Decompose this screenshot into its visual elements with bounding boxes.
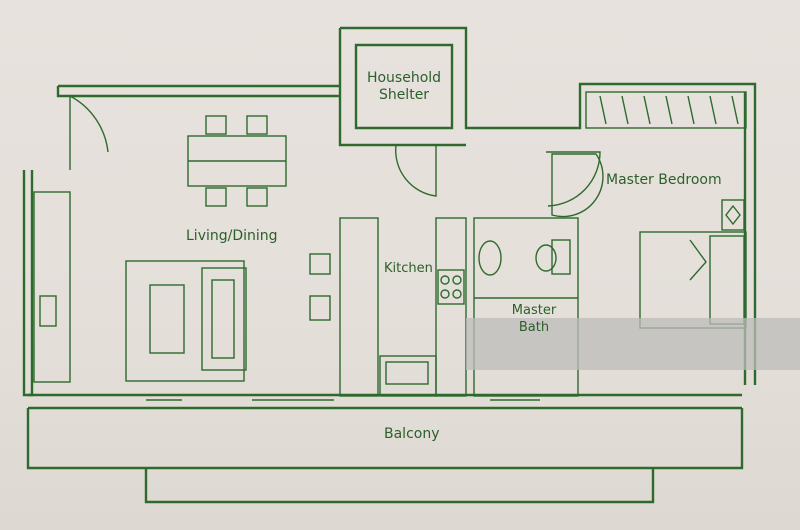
sofa-set bbox=[125, 260, 247, 382]
master-bath bbox=[473, 153, 604, 397]
wardrobe bbox=[585, 91, 747, 129]
room-label-household-shelter: Household Shelter bbox=[366, 70, 442, 103]
room-label-kitchen: Kitchen bbox=[384, 261, 433, 276]
watermark-overlay bbox=[466, 318, 800, 370]
room-label-living-dining: Living/Dining bbox=[186, 228, 278, 244]
bed bbox=[639, 199, 747, 329]
kitchen-counters bbox=[309, 217, 467, 397]
tv-console bbox=[33, 191, 71, 383]
room-label-balcony: Balcony bbox=[384, 426, 440, 442]
dining-table bbox=[187, 115, 287, 207]
room-label-master-bedroom: Master Bedroom bbox=[606, 172, 722, 188]
room-label-master-bath: Master Bath bbox=[511, 303, 557, 335]
outer-walls bbox=[22, 26, 757, 410]
bedroom-door bbox=[546, 151, 601, 207]
entrance-door bbox=[69, 95, 109, 170]
shelter-door bbox=[394, 144, 437, 197]
balcony-outline bbox=[26, 408, 744, 504]
